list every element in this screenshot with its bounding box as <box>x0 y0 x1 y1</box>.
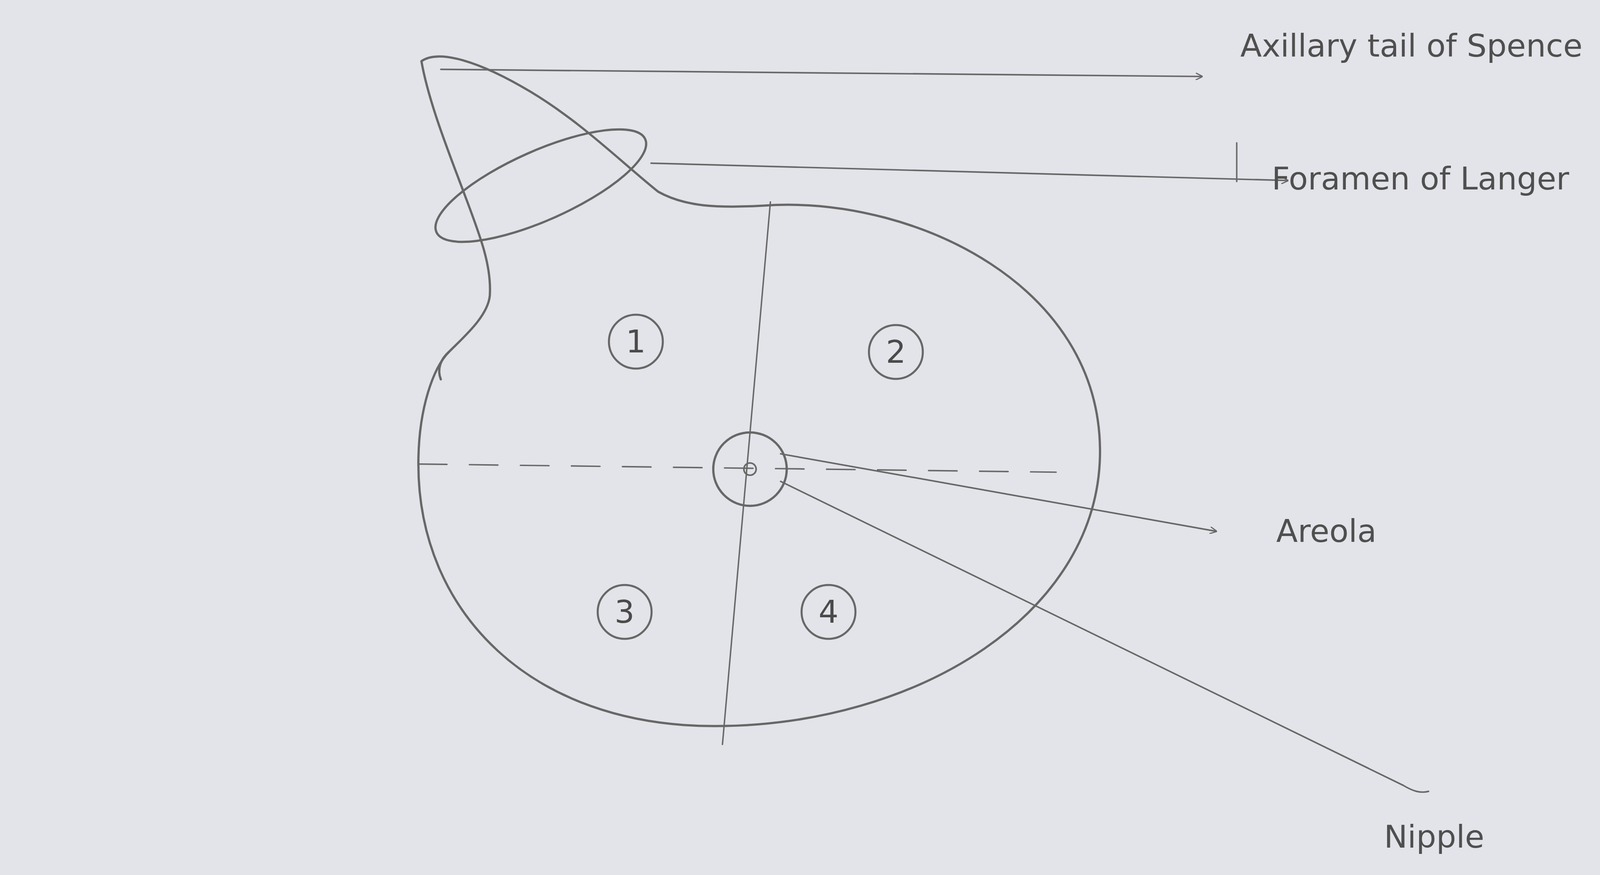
callout-number: 4 <box>799 583 858 641</box>
part-label: Axillary tail of Spence <box>1240 28 1583 64</box>
part-label: Foramen of Langer <box>1271 161 1570 197</box>
callout-number: 2 <box>867 323 925 381</box>
part-label: Nipple <box>1384 819 1485 855</box>
breast-outline <box>418 56 1101 727</box>
leader-line <box>651 163 1288 181</box>
leader-line <box>780 481 1403 786</box>
horizontal-divider <box>418 464 1057 473</box>
vertical-divider <box>722 202 771 745</box>
nipple-dot <box>744 462 757 476</box>
foramen-loop <box>422 107 660 264</box>
callout-circle: 1 <box>607 312 665 371</box>
leader-hook <box>1402 785 1429 793</box>
part-label: Areola <box>1276 514 1377 549</box>
nipple-circle <box>713 432 787 507</box>
callout-circle: 3 <box>595 583 654 641</box>
outline-wiggle <box>439 352 450 380</box>
callout-circle: 2 <box>867 323 925 381</box>
leader-line <box>440 69 1203 77</box>
leader-line <box>780 453 1217 532</box>
callout-number: 1 <box>607 312 665 371</box>
callout-circle: 4 <box>799 583 858 641</box>
callout-number: 3 <box>595 583 654 641</box>
leader-tick <box>1235 142 1238 182</box>
